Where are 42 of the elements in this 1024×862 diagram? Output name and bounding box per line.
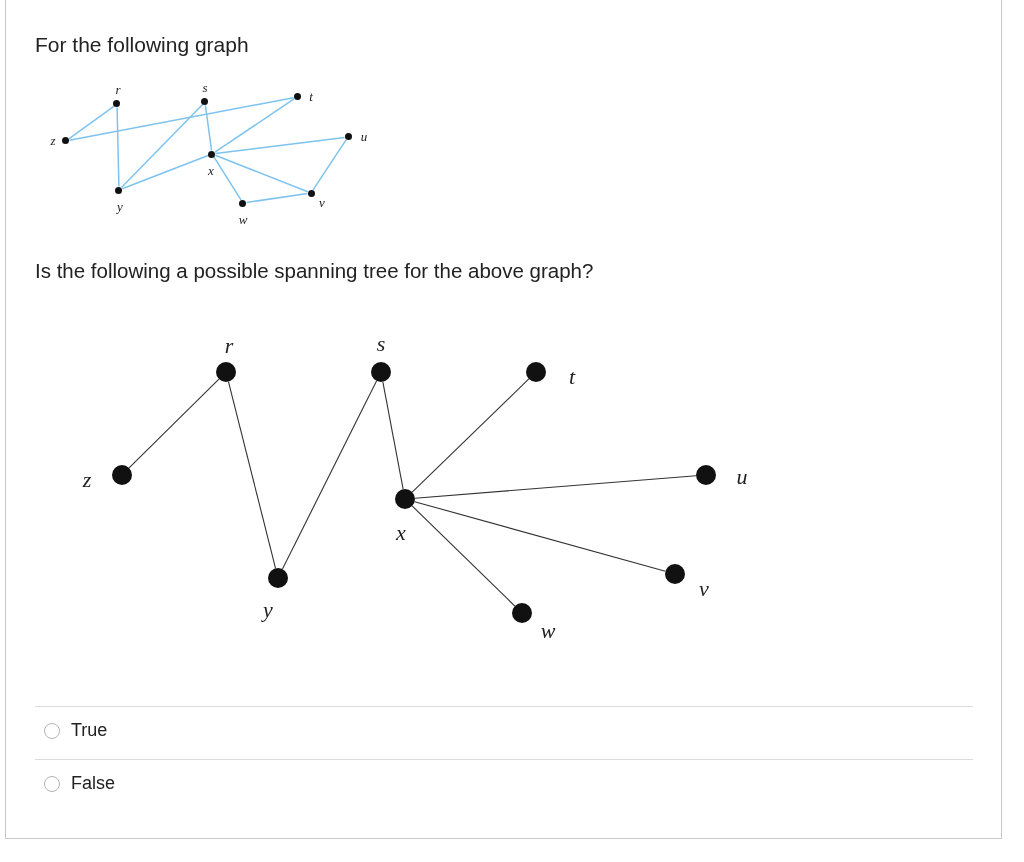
edge-line (120, 103, 204, 189)
prompt-text: For the following graph (35, 33, 249, 57)
vertex-label: u (735, 464, 749, 490)
question-text: Is the following a possible spanning tree for the above graph? (35, 259, 594, 283)
edge-line (204, 104, 213, 152)
edge-line (414, 501, 666, 572)
edge-line (281, 380, 378, 570)
edge-line (128, 378, 220, 469)
vertex-label: z (81, 467, 93, 493)
edge-line (411, 505, 516, 607)
edge-line (414, 475, 697, 499)
edge-line (382, 381, 404, 490)
edge-line (245, 192, 309, 204)
vertex-label: x (394, 520, 407, 546)
edge-line (68, 105, 115, 140)
edge-line (116, 106, 120, 188)
vertex-label: w (539, 618, 557, 644)
vertex-label: r (223, 333, 235, 359)
option-label: True (71, 720, 108, 741)
vertex-label: s (375, 331, 387, 357)
vertex-label: u (359, 129, 369, 145)
vertex-label: v (318, 195, 326, 211)
vertex-label: s (201, 80, 209, 96)
edge-line (227, 381, 277, 569)
vertex-label: v (698, 576, 710, 602)
vertex-label: y (260, 597, 274, 623)
edge-line (213, 156, 242, 201)
vertex-label: t (567, 364, 577, 390)
edge-line (214, 98, 295, 153)
vertex-label: w (237, 212, 249, 228)
vertex-label: x (207, 163, 215, 179)
vertex-label: z (49, 133, 57, 149)
vertex-label: t (308, 89, 314, 105)
option-label: False (71, 773, 115, 794)
vertex-label: y (115, 199, 124, 215)
vertex-label: r (114, 82, 122, 98)
edge-line (411, 378, 530, 493)
edge-line (214, 136, 346, 155)
edge-line (68, 96, 295, 142)
edge-line (121, 154, 210, 190)
edge-line (214, 154, 309, 193)
edge-line (312, 139, 347, 191)
